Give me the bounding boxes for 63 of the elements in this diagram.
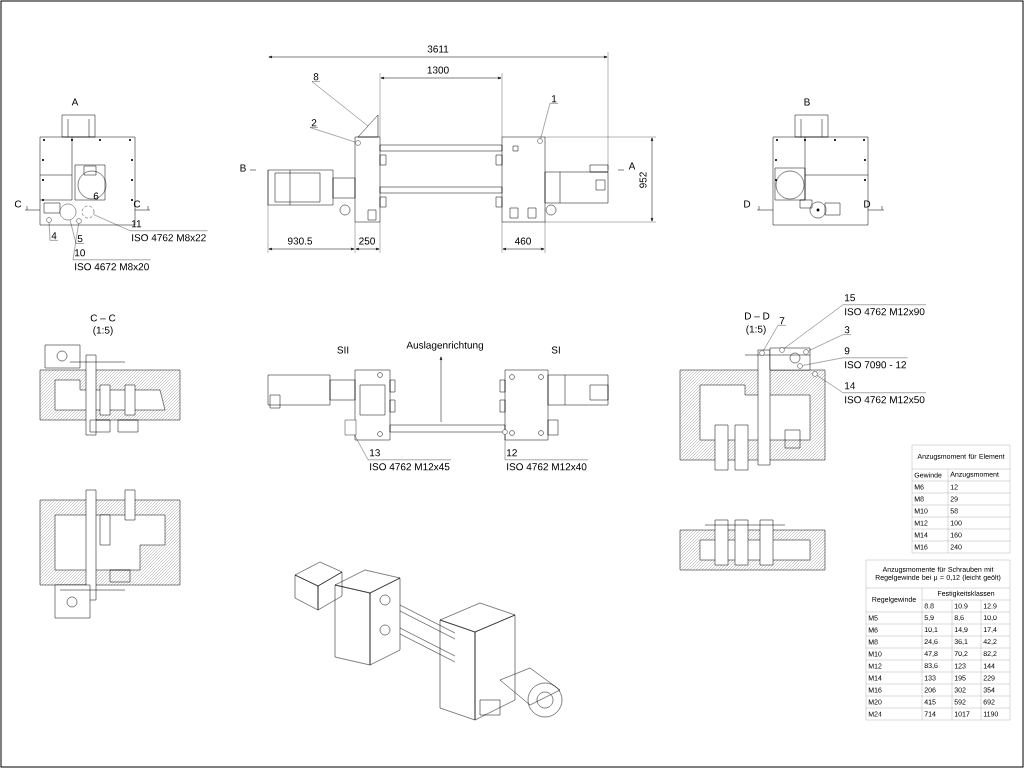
bolt-head [759, 350, 765, 356]
leader-line [763, 325, 779, 351]
view-title: SI [551, 346, 560, 354]
leader-line [309, 127, 356, 143]
callout-number: 5 [75, 235, 85, 244]
scale-label: (1:5) [93, 326, 113, 336]
callout-label: 12 ISO 4762 M12x40 [504, 449, 589, 471]
dimension-text: 1300 [427, 66, 449, 74]
leader-line [808, 334, 844, 352]
dimension-text: 952 [639, 172, 647, 188]
callout-label: 14 ISO 4762 M12x50 [842, 382, 927, 404]
bolt-head [76, 218, 82, 224]
bracket-plate [357, 114, 379, 138]
leader-line [72, 223, 79, 260]
leader-line [802, 357, 844, 366]
callout-label: 11 ISO 4762 M8x22 [129, 220, 208, 242]
callout-number: 3 [842, 326, 852, 335]
callout-number: 8 [311, 73, 321, 82]
bolt-head [355, 140, 361, 146]
view-title: C – C [90, 314, 116, 322]
view-title: SII [337, 346, 349, 354]
callout-number: 2 [309, 119, 319, 128]
leader-line [93, 214, 131, 231]
leader-line [48, 222, 51, 241]
callout-number: 4 [49, 232, 59, 241]
section-label: D [744, 200, 751, 208]
leader-line [504, 434, 506, 460]
leader-line [311, 81, 369, 127]
leader-line [784, 304, 844, 349]
section-label: C [133, 200, 141, 208]
callout-number: 1 [549, 95, 559, 104]
view-label: A [628, 162, 636, 170]
callout-label: 9 ISO 7090 - 12 [842, 347, 908, 369]
callout-number: 6 [93, 192, 99, 200]
section-label: D [864, 200, 871, 208]
callout-label: 15 ISO 4762 M12x90 [842, 294, 927, 316]
round-part [59, 203, 77, 221]
bolt-head [797, 363, 803, 369]
bolt-head [502, 429, 508, 435]
view-label: B [240, 164, 246, 172]
bolt-head [803, 349, 809, 355]
bolt-head [46, 217, 52, 223]
bolt-head [537, 138, 543, 144]
view-label: B [804, 98, 810, 106]
leader-line [817, 375, 844, 393]
section-label: C [14, 200, 22, 208]
callout-label: 10 ISO 4672 M8x20 [72, 249, 151, 271]
dimension-text: 250 [359, 237, 375, 245]
callout-label: 13 ISO 4762 M12x45 [367, 449, 452, 471]
leader-line [540, 103, 551, 139]
foot-block [344, 419, 357, 436]
direction-label: Auslagenrichtung [406, 341, 483, 351]
callout-number: 7 [777, 317, 787, 326]
dimension-text: 3611 [427, 45, 449, 53]
view-title: D – D [745, 312, 770, 320]
leader-line [354, 435, 369, 460]
dimension-text: 930.5 [287, 237, 313, 245]
dimension-text: 460 [514, 237, 531, 245]
bolt-head [812, 371, 818, 377]
bolt-head [779, 347, 785, 353]
view-label: A [71, 98, 79, 106]
round-part [81, 205, 95, 219]
scale-label: (1:5) [746, 325, 766, 335]
